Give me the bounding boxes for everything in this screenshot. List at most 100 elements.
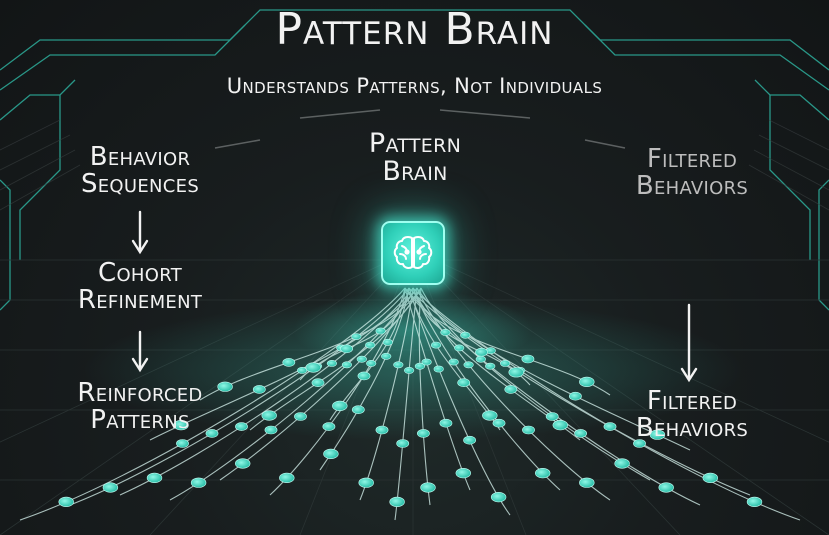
- network-node: [534, 468, 551, 479]
- network-node: [322, 422, 336, 431]
- network-node: [264, 425, 278, 435]
- network-node: [261, 410, 277, 421]
- network-node: [217, 381, 233, 392]
- network-node: [492, 418, 506, 428]
- filtered-behaviors-top-line1: Filtered: [646, 144, 738, 174]
- network-node: [357, 371, 371, 381]
- network-node: [460, 331, 471, 339]
- network-node: [176, 439, 189, 448]
- network-node: [305, 362, 321, 373]
- network-node: [311, 378, 325, 388]
- network-node: [440, 328, 451, 336]
- network-node: [746, 496, 763, 508]
- network-node: [421, 358, 432, 366]
- filtered-behaviors-top-label: Filtered Behaviors: [592, 146, 792, 199]
- network-node: [504, 385, 518, 394]
- network-node: [282, 358, 296, 367]
- arrow-down-icon: [131, 330, 149, 373]
- network-node: [414, 362, 426, 370]
- reinforced-patterns-line1: Reinforced: [77, 378, 203, 408]
- network-node: [366, 359, 377, 367]
- pattern-brain-node: [381, 221, 445, 285]
- network-node: [430, 341, 442, 349]
- behavior-sequences-line1: Behavior: [89, 142, 191, 172]
- network-node: [393, 361, 404, 369]
- behavior-sequences-line2: Sequences: [80, 168, 200, 199]
- network-node: [702, 472, 718, 484]
- network-node: [323, 448, 339, 460]
- arrow-down-icon: [131, 210, 149, 255]
- center-label-line2: Brain: [382, 155, 448, 187]
- filtered-behaviors-bottom-label: Filtered Behaviors: [592, 388, 792, 441]
- network-node: [579, 477, 595, 488]
- network-node: [340, 344, 353, 354]
- network-node: [633, 439, 646, 448]
- brain-icon: [393, 236, 433, 269]
- network-node: [545, 412, 559, 421]
- network-node: [358, 477, 374, 488]
- network-node: [579, 376, 595, 388]
- network-node: [102, 482, 119, 493]
- network-node: [382, 338, 393, 346]
- center-label: Pattern Brain: [315, 130, 515, 185]
- network-node: [457, 378, 471, 388]
- network-node: [439, 418, 453, 428]
- network-node: [448, 358, 459, 366]
- network-node: [235, 458, 251, 469]
- network-node: [603, 422, 617, 431]
- network-node: [658, 482, 674, 493]
- network-nodes: [58, 327, 763, 508]
- network-node: [433, 365, 444, 373]
- network-node: [463, 361, 474, 369]
- network-node: [375, 425, 389, 435]
- reinforced-patterns-line2: Patterns: [90, 404, 190, 435]
- network-node: [332, 400, 348, 412]
- network-node: [326, 359, 338, 367]
- cohort-refinement-label: Cohort Refinement: [40, 260, 240, 313]
- network-line: [19, 287, 406, 521]
- network-node: [294, 412, 307, 421]
- behavior-sequences-label: Behavior Sequences: [40, 144, 240, 197]
- network-node: [365, 341, 376, 349]
- network-node: [482, 410, 498, 421]
- network-node: [416, 429, 430, 438]
- page-title: Pattern Brain: [275, 4, 554, 55]
- network-node: [475, 347, 488, 357]
- network-node: [297, 366, 308, 374]
- network-node: [279, 472, 295, 484]
- network-node: [552, 420, 568, 431]
- network-node: [404, 366, 415, 374]
- network-node: [463, 435, 476, 445]
- network-node: [58, 496, 74, 508]
- network-node: [375, 327, 386, 335]
- network-node: [569, 391, 582, 401]
- network-node: [574, 429, 587, 438]
- network-node: [485, 362, 496, 370]
- reinforced-patterns-label: Reinforced Patterns: [40, 380, 240, 433]
- network-node: [389, 496, 405, 508]
- network-node: [356, 355, 367, 363]
- network-node: [351, 405, 365, 415]
- network-node: [396, 439, 410, 448]
- network-node: [341, 361, 353, 369]
- center-label-line1: Pattern: [368, 128, 462, 159]
- network-node: [500, 359, 511, 367]
- network-node: [190, 477, 207, 488]
- filtered-behaviors-top-line2: Behaviors: [635, 170, 749, 201]
- network-node: [146, 472, 163, 484]
- network-node: [351, 333, 362, 340]
- network-node: [490, 492, 507, 503]
- network-node: [420, 482, 436, 493]
- filtered-behaviors-bottom-line1: Filtered: [646, 386, 738, 416]
- network-node: [475, 355, 486, 363]
- subtitle: Understands Patterns, Not Individuals: [226, 74, 603, 98]
- network-node: [614, 458, 630, 469]
- network-node: [205, 429, 219, 438]
- filtered-behaviors-bottom-line2: Behaviors: [635, 412, 749, 443]
- arrow-down-icon: [680, 303, 698, 383]
- cohort-refinement-line2: Refinement: [77, 284, 203, 315]
- network-node: [455, 468, 471, 479]
- network-line: [412, 287, 801, 521]
